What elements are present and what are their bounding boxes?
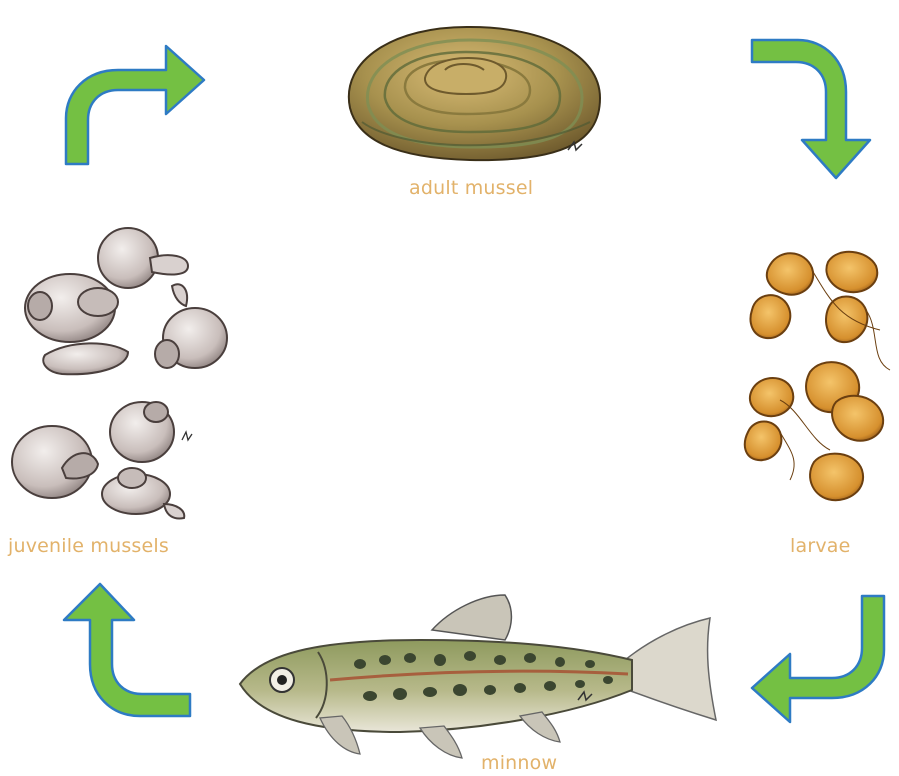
larvae-illustration [745,252,890,500]
curved-arrow-icon [64,584,190,716]
juvenile-mussels-illustration [12,228,227,518]
label-minnow: minnow [481,752,557,774]
adult-mussel-illustration [349,27,600,160]
label-juvenile-mussels: juvenile mussels [8,535,169,557]
curved-arrow-icon [66,46,204,164]
label-larvae: larvae [790,535,851,557]
curved-arrow-icon [752,596,884,722]
curved-arrow-icon [752,40,870,178]
minnow-illustration [240,595,716,758]
label-adult-mussel: adult mussel [409,177,533,199]
